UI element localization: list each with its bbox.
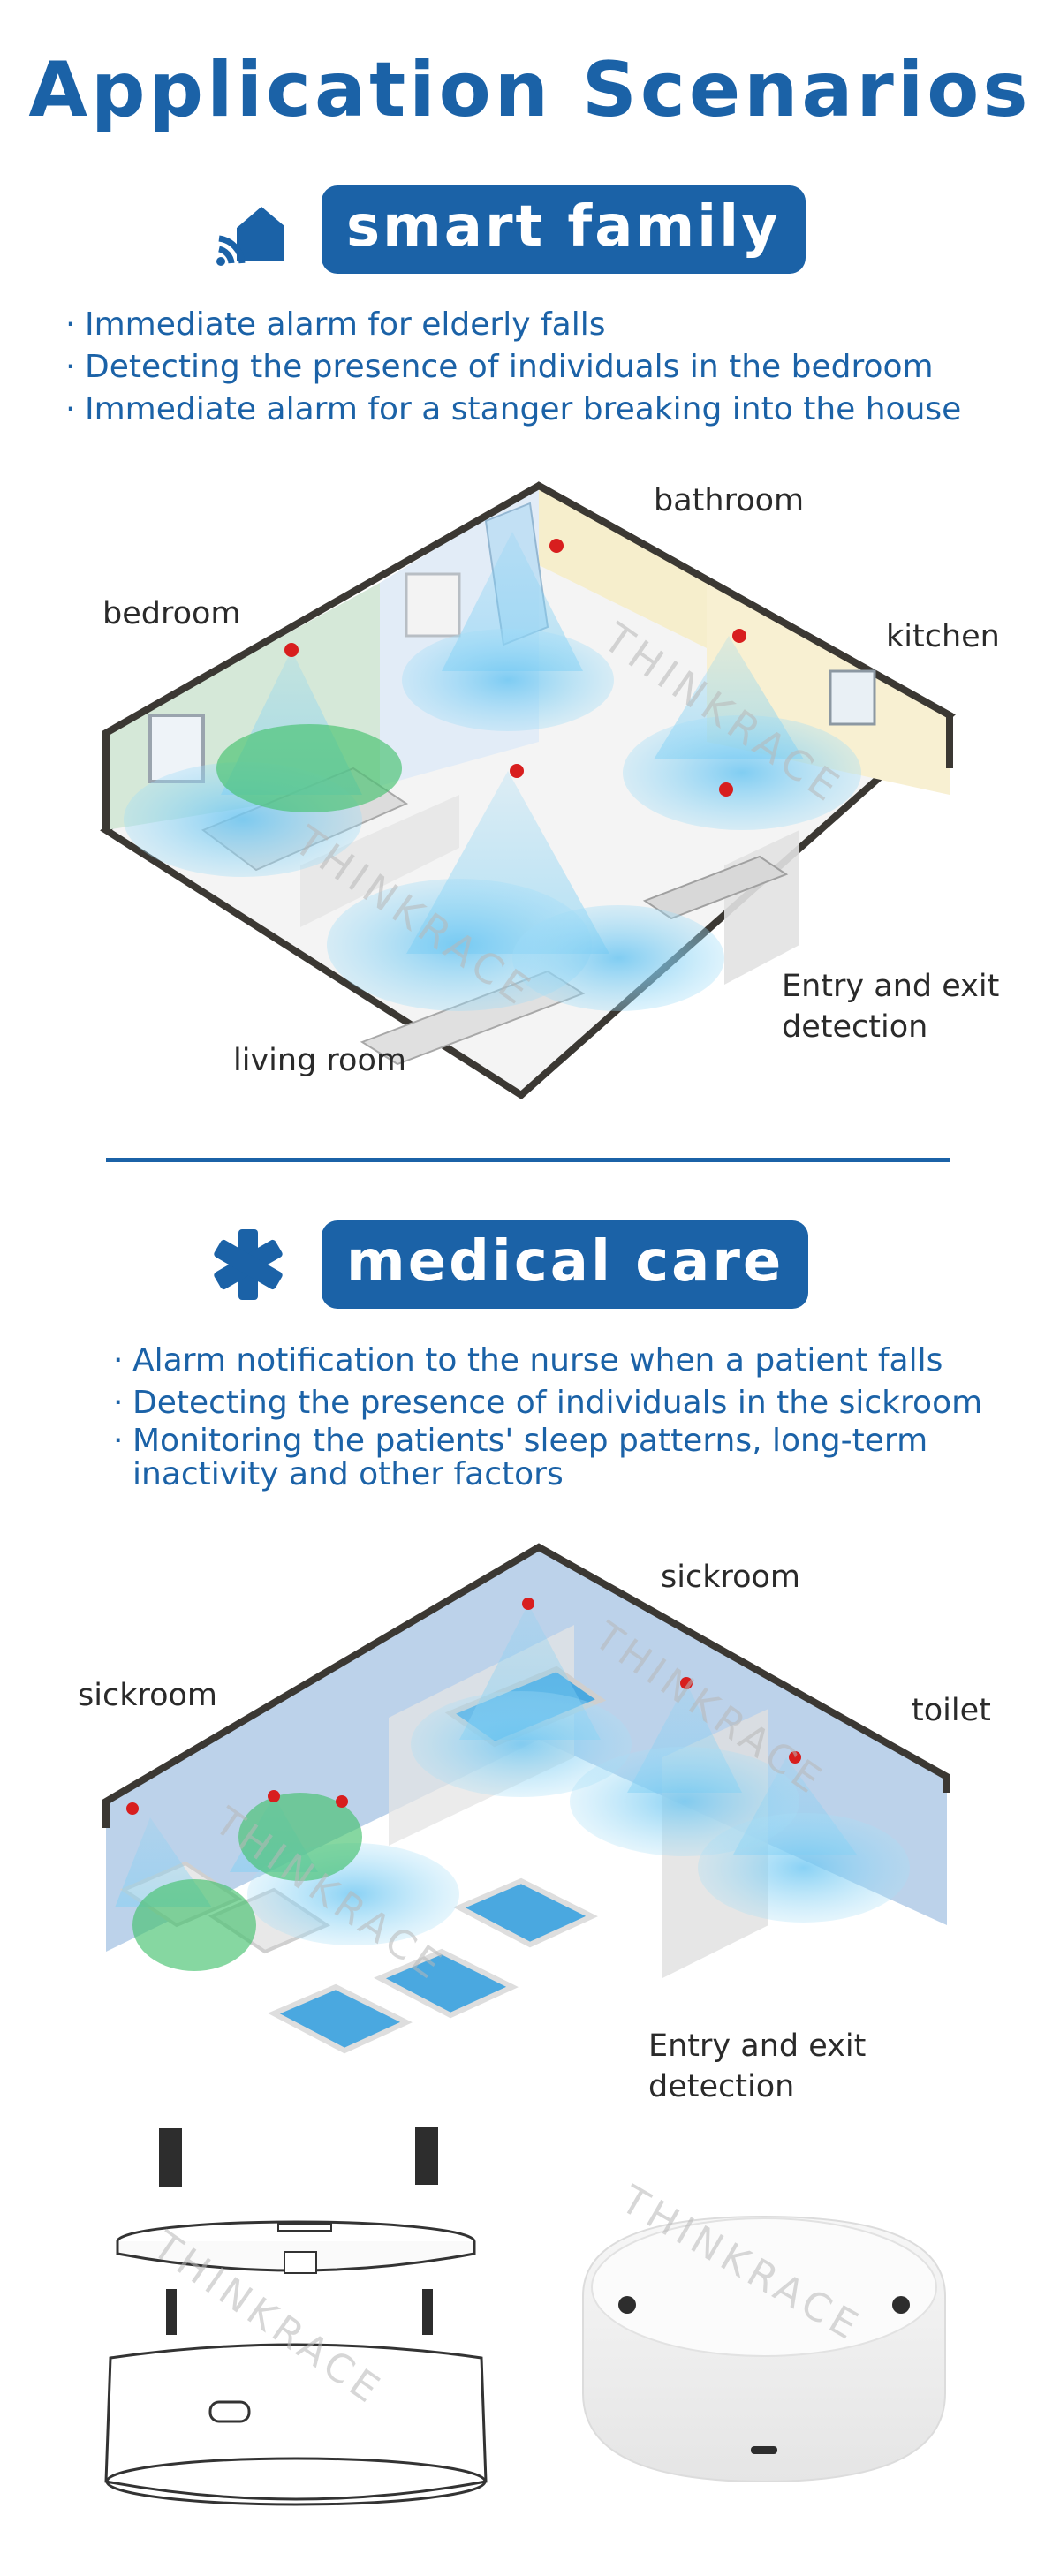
room-label-toilet: toilet: [912, 1693, 991, 1728]
room-label-sickroom-top: sickroom: [661, 1560, 801, 1595]
room-label-kitchen: kitchen: [886, 619, 1000, 654]
room-label-sickroom-left: sickroom: [78, 1678, 218, 1713]
list-item: ·Alarm notification to the nurse when a …: [113, 1342, 943, 1379]
medical-care-bullets: ·Alarm notification to the nurse when a …: [113, 1340, 982, 1492]
smart-family-header: smart family: [210, 185, 806, 274]
room-label-bathroom: bathroom: [654, 483, 805, 518]
smart-family-badge: smart family: [322, 185, 806, 274]
device-product-photo: THINKRACE: [582, 2181, 946, 2483]
smart-home-illustration: THINKRACE THINKRACE: [100, 481, 956, 1099]
room-label-living-room: living room: [233, 1043, 406, 1078]
list-item: inactivity and other factors: [132, 1456, 564, 1492]
list-item: ·Detecting the presence of individuals i…: [113, 1385, 983, 1421]
entry-exit-label: Entry and exit detection: [782, 969, 1000, 1045]
list-item: ·Immediate alarm for a stanger breaking …: [65, 391, 962, 427]
device-exploded-view: THINKRACE: [104, 2127, 488, 2506]
medical-care-header: medical care: [210, 1220, 809, 1309]
list-item: ·Monitoring the patients' sleep patterns…: [113, 1423, 928, 1459]
hospital-illustration: THINKRACE THINKRACE: [102, 1543, 950, 2054]
page-title: Application Scenarios: [28, 46, 1032, 134]
list-item: ·Immediate alarm for elderly falls: [65, 306, 606, 343]
room-label-bedroom: bedroom: [102, 596, 241, 631]
smart-home-signal-icon: [216, 207, 284, 266]
smart-family-bullets: ·Immediate alarm for elderly falls ·Dete…: [65, 304, 961, 431]
entry-exit-label: Entry and exit detection: [648, 2028, 867, 2104]
list-item: ·Detecting the presence of individuals i…: [65, 349, 934, 385]
section-divider: [106, 1158, 950, 1162]
medical-star-icon: [214, 1229, 283, 1300]
medical-care-badge: medical care: [322, 1220, 809, 1309]
